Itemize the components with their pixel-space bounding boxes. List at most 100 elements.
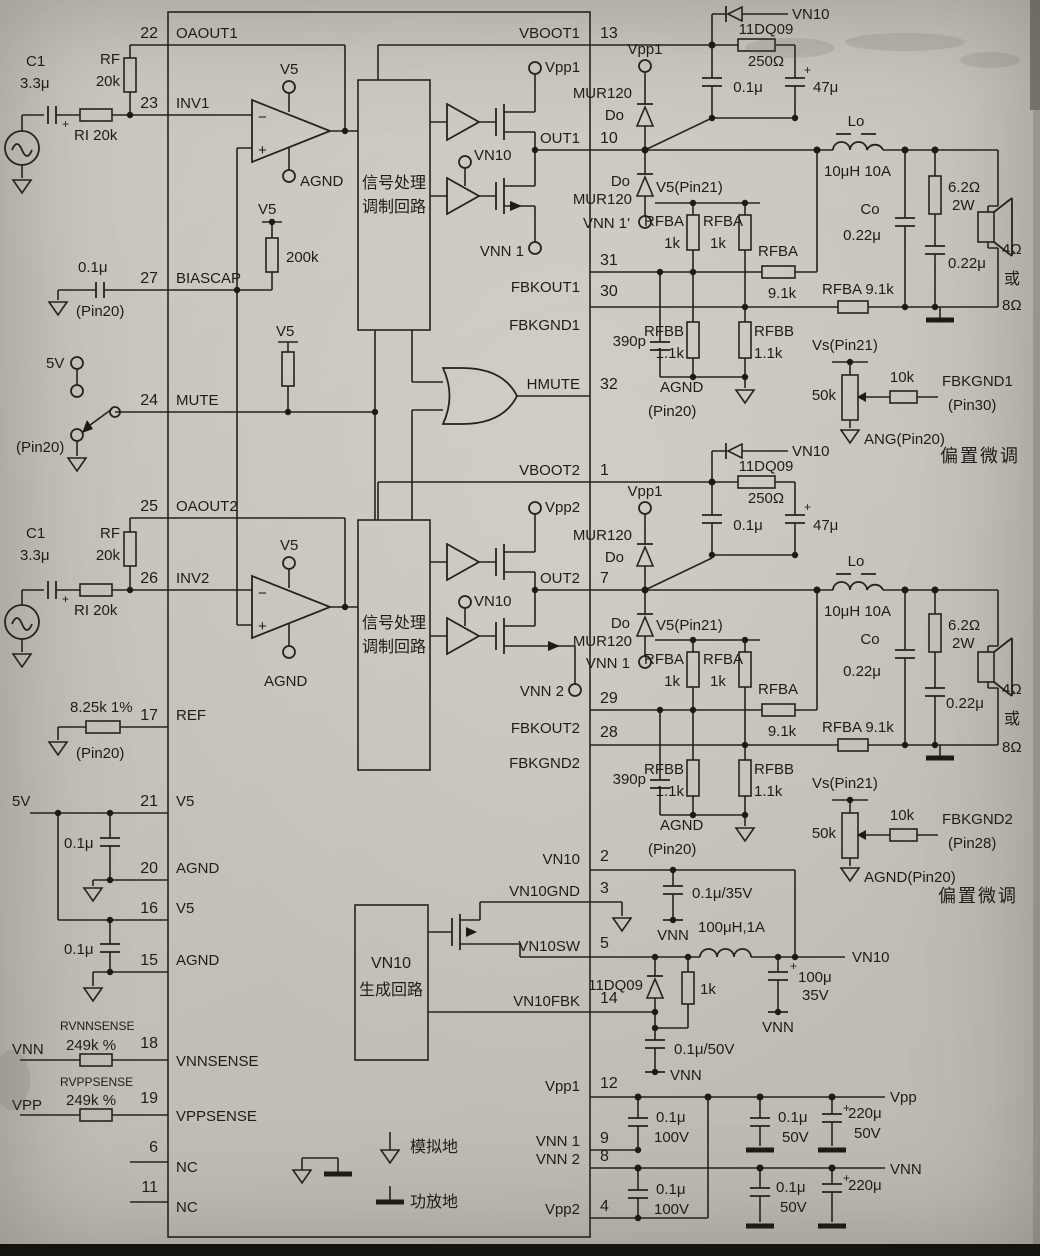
pin-18: 18 bbox=[140, 1035, 158, 1052]
rvppsense-value: 249k % bbox=[66, 1092, 116, 1109]
ch2-vpp2-int: Vpp2 bbox=[545, 499, 580, 516]
pin-25: 25 bbox=[140, 498, 158, 515]
ch1-fbkgnd-ref: FBKGND1 bbox=[942, 373, 1013, 390]
ch1-vn10-int: VN10 bbox=[474, 147, 512, 164]
ch2-agnd-label: AGND bbox=[660, 817, 704, 834]
ch1-zobel-c: 0.22μ bbox=[948, 255, 986, 272]
pin-vn10: VN10 bbox=[542, 851, 580, 868]
pin-27: 27 bbox=[140, 270, 158, 287]
ch1-10k: 10k bbox=[890, 369, 915, 386]
cap-d-label: 220μ bbox=[848, 1105, 882, 1122]
mute-5v-terminal-b bbox=[70, 384, 84, 398]
ch2-rfba-1k-b bbox=[738, 651, 752, 688]
vnn-input-label: VNN bbox=[12, 1041, 44, 1058]
ch1-zobel-w: 2W bbox=[952, 197, 975, 214]
vnn-rail-label: VNN bbox=[890, 1161, 922, 1178]
ch2-vpp2-terminal bbox=[528, 501, 542, 515]
pin-7: 7 bbox=[600, 570, 609, 587]
ch2-boot-vn10: VN10 bbox=[792, 443, 830, 460]
cap-f-label: 220μ bbox=[848, 1177, 882, 1194]
ch1-rfbb-b-value: 1.1k bbox=[754, 345, 783, 362]
ch2-boot-c1: 0.1μ bbox=[733, 517, 763, 534]
ch2-driver-triangles bbox=[446, 542, 481, 656]
pin-vn10sw: VN10SW bbox=[518, 938, 581, 955]
pin-23: 23 bbox=[140, 95, 158, 112]
pin-9: 9 bbox=[600, 1130, 609, 1147]
ch2-rfbb-a bbox=[686, 759, 700, 797]
ch2-co-value: 0.22μ bbox=[843, 663, 881, 680]
ch1-vpp1-terminal bbox=[528, 61, 542, 75]
ch1-rfbb-a-value: 1.1k bbox=[656, 345, 685, 362]
vn10-internal-wires bbox=[428, 901, 590, 1013]
ch2-lo-label: Lo bbox=[848, 553, 865, 570]
pin-26: 26 bbox=[140, 570, 158, 587]
ch1-boot-diode bbox=[726, 5, 743, 23]
pin-v5a: V5 bbox=[176, 793, 194, 810]
vn10-vnn-a: VNN bbox=[657, 927, 689, 944]
vn10-c100-voltage: 35V bbox=[802, 987, 829, 1004]
ri2-label: RI 20k bbox=[74, 602, 118, 619]
pin-agndb: AGND bbox=[176, 952, 220, 969]
legend-wires bbox=[301, 1132, 391, 1202]
opamp1-v5: V5 bbox=[280, 61, 298, 78]
ch2-diode-bars bbox=[637, 543, 653, 615]
ch2-ext-vpp-terminal bbox=[638, 501, 652, 515]
ch1-fbkgnd-pin: (Pin30) bbox=[948, 397, 996, 414]
vn10-c100-label: 100μ bbox=[798, 969, 832, 986]
ch1-rfba-b-label: RFBA bbox=[703, 213, 743, 230]
left-external-wires bbox=[20, 44, 168, 1203]
ch1-trim-pot bbox=[841, 374, 859, 421]
ch1-rfbb-a-label: RFBB bbox=[644, 323, 684, 340]
rf1-value: 20k bbox=[96, 73, 121, 90]
ch2-vnn-ext: VNN 1 bbox=[586, 655, 630, 672]
ch2-output-wires bbox=[590, 557, 999, 745]
pin-vn10fbk: VN10FBK bbox=[513, 993, 580, 1010]
ch1-rfba-a-value: 1k bbox=[664, 235, 680, 252]
cap-f-plus: + bbox=[843, 1171, 850, 1185]
ch1-output-wires bbox=[590, 117, 999, 307]
pin-1: 1 bbox=[600, 462, 609, 479]
ch1-diode-bars bbox=[637, 103, 653, 175]
cap-e-label: 0.1μ bbox=[776, 1179, 806, 1196]
pin-21: 21 bbox=[140, 793, 158, 810]
c2-value: 3.3μ bbox=[20, 547, 50, 564]
ch1-boot-diode-label: 11DQ09 bbox=[739, 21, 794, 38]
ch2-vn10-int: VN10 bbox=[474, 593, 512, 610]
ch1-zobel-resistor bbox=[928, 175, 942, 215]
ch2-boot-250: 250Ω bbox=[748, 490, 784, 507]
pin-mute: MUTE bbox=[176, 392, 219, 409]
pin-2: 2 bbox=[600, 848, 609, 865]
ch2-rfba-9k1-a bbox=[761, 703, 796, 717]
ch1-trim-gnd: ANG(Pin20) bbox=[864, 431, 945, 448]
mute-5v: 5V bbox=[46, 355, 64, 372]
pin-vnn2: VNN 2 bbox=[536, 1151, 580, 1168]
ch2-fbkgnd-ref: FBKGND2 bbox=[942, 811, 1013, 828]
ch1-source-arrow bbox=[510, 201, 522, 211]
ch1-fb-v5: V5(Pin21) bbox=[656, 179, 723, 196]
vn10-c50-label: 0.1μ/50V bbox=[674, 1041, 734, 1058]
ch1-mur120-b: MUR120 bbox=[573, 191, 632, 208]
ch2-boot-caps bbox=[702, 514, 805, 524]
pin-ref: REF bbox=[176, 707, 206, 724]
rvnnsense-label: RVNNSENSE bbox=[60, 1019, 134, 1033]
opamp2-agnd-terminal bbox=[282, 645, 296, 659]
pin-29: 29 bbox=[600, 690, 618, 707]
cap-c-voltage: 50V bbox=[782, 1129, 809, 1146]
ch1-rfba-1k-a bbox=[686, 214, 700, 251]
ch2-trim-title: 偏置微调 bbox=[938, 886, 1018, 906]
ch1-speaker-4ohm: 4Ω bbox=[1002, 241, 1022, 258]
biascap-gnd: (Pin20) bbox=[76, 303, 124, 320]
ch2-diode-bottom bbox=[635, 614, 655, 637]
ch1-co-value: 0.22μ bbox=[843, 227, 881, 244]
cap-e-voltage: 50V bbox=[780, 1199, 807, 1216]
cap-b-label: 0.1μ bbox=[656, 1181, 686, 1198]
pin-11: 11 bbox=[141, 1179, 158, 1196]
ch1-vpp1-int: Vpp1 bbox=[545, 59, 580, 76]
c1-polarity: + bbox=[62, 117, 69, 131]
ch1-zobel-r: 6.2Ω bbox=[948, 179, 980, 196]
pin-inv2: INV2 bbox=[176, 570, 209, 587]
block1-label-2: 调制回路 bbox=[362, 198, 426, 216]
pin-nc2: NC bbox=[176, 1199, 198, 1216]
